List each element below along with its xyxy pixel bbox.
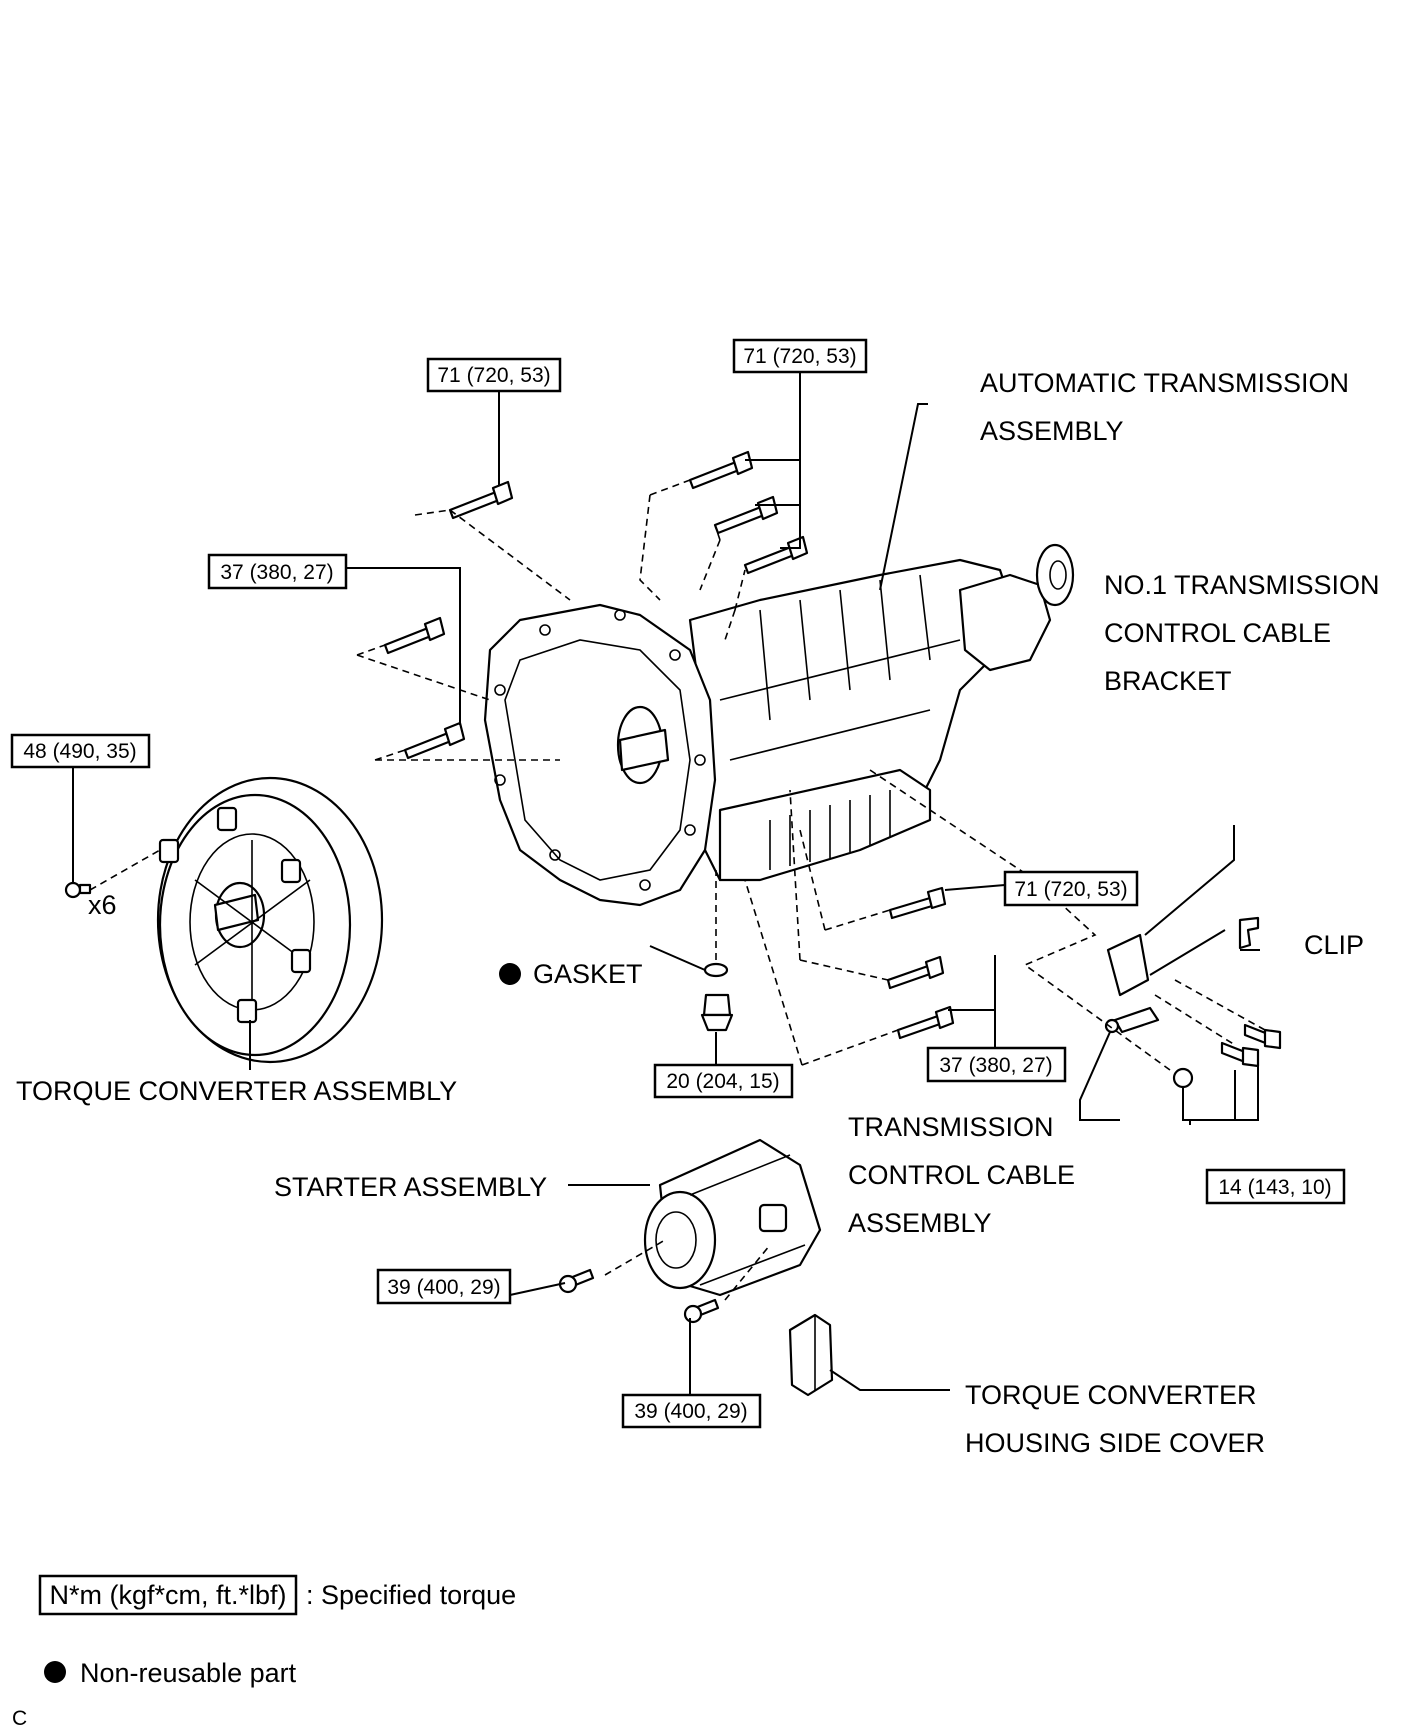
torque-spec-14: 14 (143, 10) [1205,1168,1346,1205]
housing-side-cover-drawing [788,1313,834,1397]
label-gasket: GASKET [533,959,643,989]
legend: N*m (kgf*cm, ft.*lbf) : Specified torque… [38,1574,516,1688]
label-housing-side-cover-line1: TORQUE CONVERTER [965,1380,1257,1410]
legend-nonreusable-mark [44,1661,66,1683]
label-bracket-line3: BRACKET [1104,666,1232,696]
legend-nonreusable-desc: Non-reusable part [80,1658,297,1688]
label-starter: STARTER ASSEMBLY [274,1172,547,1202]
torque-spec-71-right: 71 (720, 53) [1003,870,1139,907]
torque-value: 71 (720, 53) [743,345,856,368]
automatic-transmission-drawing [483,543,1075,907]
label-housing-side-cover-line2: HOUSING SIDE COVER [965,1428,1265,1458]
assembly-dashed-lines [89,479,1266,1301]
torque-converter-drawing [156,776,384,1064]
label-automatic-transmission-line2: ASSEMBLY [980,416,1124,446]
leader-lines [72,372,1260,1395]
starter-drawing [643,1138,822,1297]
torque-spec-20: 20 (204, 15) [653,1063,794,1099]
label-clip: CLIP [1304,930,1364,960]
label-control-cable-line1: TRANSMISSION [848,1112,1054,1142]
label-bracket-line2: CONTROL CABLE [1104,618,1331,648]
label-x6: x6 [88,890,117,920]
torque-spec-37-upper-left: 37 (380, 27) [207,553,348,590]
label-control-cable-line3: ASSEMBLY [848,1208,992,1238]
torque-spec-39-left: 39 (400, 29) [376,1268,512,1305]
torque-value: 71 (720, 53) [1014,878,1127,901]
label-torque-converter: TORQUE CONVERTER ASSEMBLY [16,1076,457,1106]
torque-value: 37 (380, 27) [939,1054,1052,1077]
torque-value: 48 (490, 35) [23,740,136,763]
corner-mark: C [12,1707,27,1730]
label-bracket-line1: NO.1 TRANSMISSION [1104,570,1380,600]
torque-value: 14 (143, 10) [1218,1176,1331,1199]
torque-spec-39-bottom: 39 (400, 29) [621,1393,762,1429]
nonreusable-mark-gasket [499,963,521,985]
legend-torque-unit: N*m (kgf*cm, ft.*lbf) [49,1580,286,1610]
legend-torque-box [38,1574,298,1616]
torque-value: 39 (400, 29) [387,1276,500,1299]
torque-spec-37-lower-right: 37 (380, 27) [926,1046,1067,1083]
torque-spec-48: 48 (490, 35) [10,733,151,769]
torque-value: 37 (380, 27) [220,561,333,584]
torque-value: 71 (720, 53) [437,364,550,387]
label-automatic-transmission-line1: AUTOMATIC TRANSMISSION [980,368,1349,398]
legend-torque-desc: : Specified torque [306,1580,516,1610]
torque-spec-71-top-left: 71 (720, 53) [426,357,562,393]
torque-value: 39 (400, 29) [634,1400,747,1423]
torque-value: 20 (204, 15) [666,1070,779,1093]
bracket-and-cable-drawing [1104,825,1260,1034]
label-control-cable-line2: CONTROL CABLE [848,1160,1075,1190]
torque-spec-71-top-right: 71 (720, 53) [732,338,868,374]
